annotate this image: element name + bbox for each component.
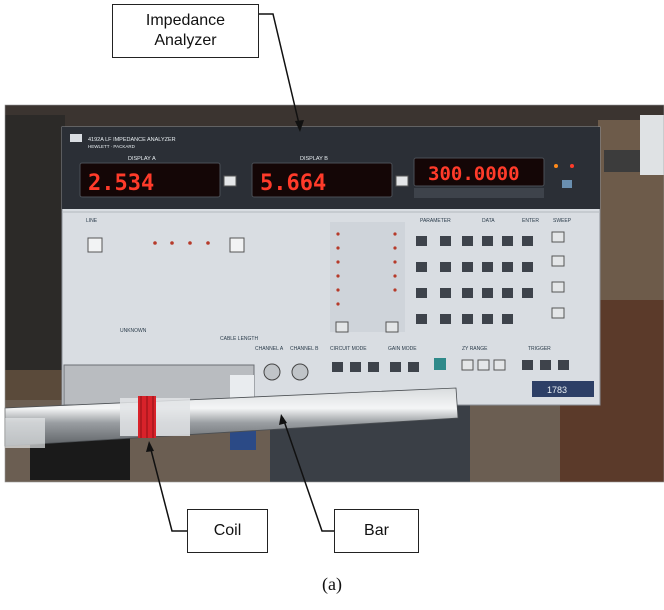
teal-key[interactable] [434,358,446,370]
display-select-leds [336,232,397,306]
display-a-select-button[interactable] [335,321,349,333]
keypad[interactable] [416,236,533,324]
unknown-label: UNKNOWN [120,328,147,334]
gain-mode-button-2[interactable] [408,362,419,372]
circuit-mode-ser-button[interactable] [350,362,361,372]
trigger-int-button[interactable] [522,360,533,370]
coil-callout: Coil [187,509,268,553]
asset-tag: 1783 [547,385,567,395]
display-a-label: DISPLAY A [128,156,156,162]
channel-b-label: CHANNEL B [290,346,319,352]
local-button[interactable] [229,237,245,253]
trigger-ext-button[interactable] [540,360,551,370]
coil [120,396,190,438]
display-b-select-button[interactable] [385,321,399,333]
channel-b-connector[interactable] [291,363,309,381]
blue-key[interactable] [562,180,572,188]
frequency-value: 300.0000 [428,163,520,185]
display-b-screen [251,162,393,198]
left-equipment [5,115,65,370]
sweep-buttons[interactable] [551,231,565,319]
display-a-button[interactable] [223,175,237,187]
maker-label: HEWLETT · PACKARD [88,144,136,149]
circuit-mode-par-button[interactable] [368,362,379,372]
circuit-mode-label: CIRCUIT MODE [330,346,367,352]
gain-mode-label: GAIN MODE [388,346,417,352]
channel-a-connector[interactable] [263,363,281,381]
sweep-label: SWEEP [553,218,572,224]
data-label: DATA [482,218,495,224]
display-b-button[interactable] [395,175,409,187]
line-label: LINE [86,218,98,224]
gain-mode-button-1[interactable] [390,362,401,372]
asset-tag-plate [532,381,594,397]
impedance-analyzer-callout: Impedance Analyzer [112,4,259,58]
coil-callout-text: Coil [213,522,242,539]
display-a-screen [79,162,221,198]
display-select-block [330,222,405,332]
figure-caption: (a) [322,574,342,594]
display-b-label: DISPLAY B [300,156,328,162]
zy-range-button-3[interactable] [493,359,506,371]
callout-arrowheads [146,120,304,452]
zy-range-button-2[interactable] [477,359,490,371]
circuit-mode-auto-button[interactable] [332,362,343,372]
trigger-hold-button[interactable] [558,360,569,370]
display-b-value: 5.664 [260,171,326,196]
trigger-label: TRIGGER [528,346,551,352]
impedance-analyzer-callout-text: Impedance Analyzer [145,12,226,49]
frequency-display-screen [413,157,545,187]
display-a-value: 2.534 [88,171,154,196]
cable-length-label: CABLE LENGTH [220,336,258,342]
bar-callout: Bar [334,509,419,553]
status-led [554,164,558,168]
parameter-label: PARAMETER [420,218,451,224]
zy-range-label: ZY RANGE [462,346,488,352]
enter-label: ENTER [522,218,539,224]
callout-pointers [149,13,334,532]
channel-a-label: CHANNEL A [255,346,284,352]
hp-logo [70,134,82,142]
model-label: 4192A LF IMPEDANCE ANALYZER [88,137,176,143]
bar-callout-text: Bar [364,522,389,539]
power-switch[interactable] [87,237,103,253]
zy-range-button-1[interactable] [461,359,474,371]
